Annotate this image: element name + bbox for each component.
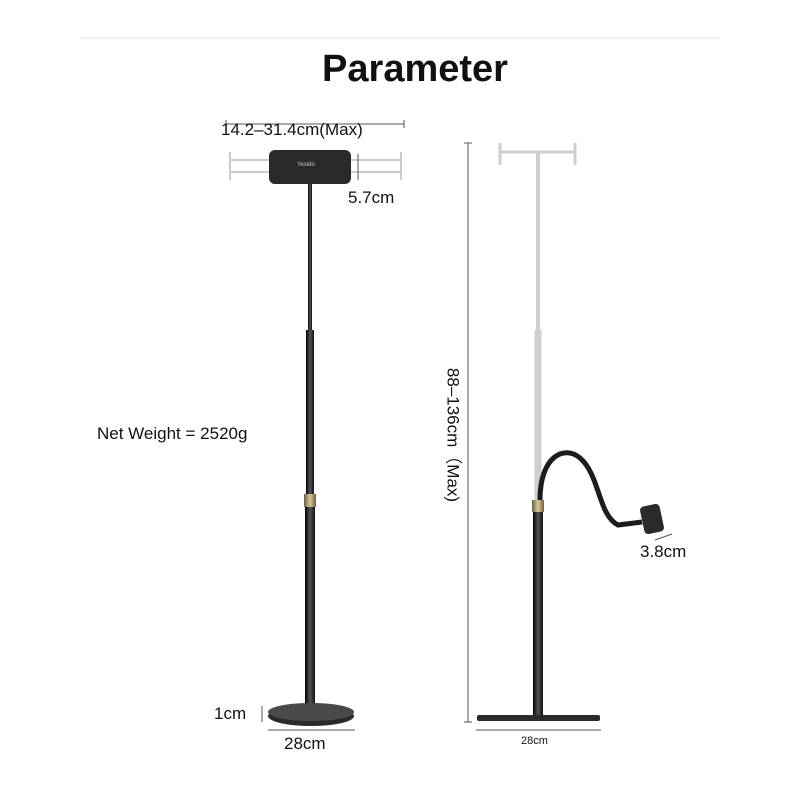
- base: [477, 715, 600, 721]
- holder-depth-label: 5.7cm: [348, 188, 395, 207]
- net-weight-label: Net Weight = 2520g: [97, 424, 248, 443]
- base-thickness-label: 1cm: [214, 704, 247, 723]
- right-stand: [464, 142, 673, 731]
- gooseneck: [537, 450, 643, 528]
- right-base-diameter-label: 28cm: [521, 735, 548, 747]
- clamp-size-label: 3.8cm: [640, 542, 687, 561]
- tablet-holder: [269, 150, 351, 184]
- left-base-diameter-label: 28cm: [284, 734, 326, 753]
- holder-extended: [229, 152, 402, 180]
- logo: Yesido: [297, 162, 315, 168]
- holder-width-label: 14.2–31.4cm(Max): [221, 120, 363, 139]
- left-stand: [225, 120, 405, 731]
- extended-pole: [498, 143, 577, 500]
- phone-clamp: [640, 503, 664, 535]
- height-range-label: 88–136cm（Max): [443, 367, 463, 503]
- page-title: Parameter: [322, 48, 508, 90]
- collar: [304, 494, 316, 507]
